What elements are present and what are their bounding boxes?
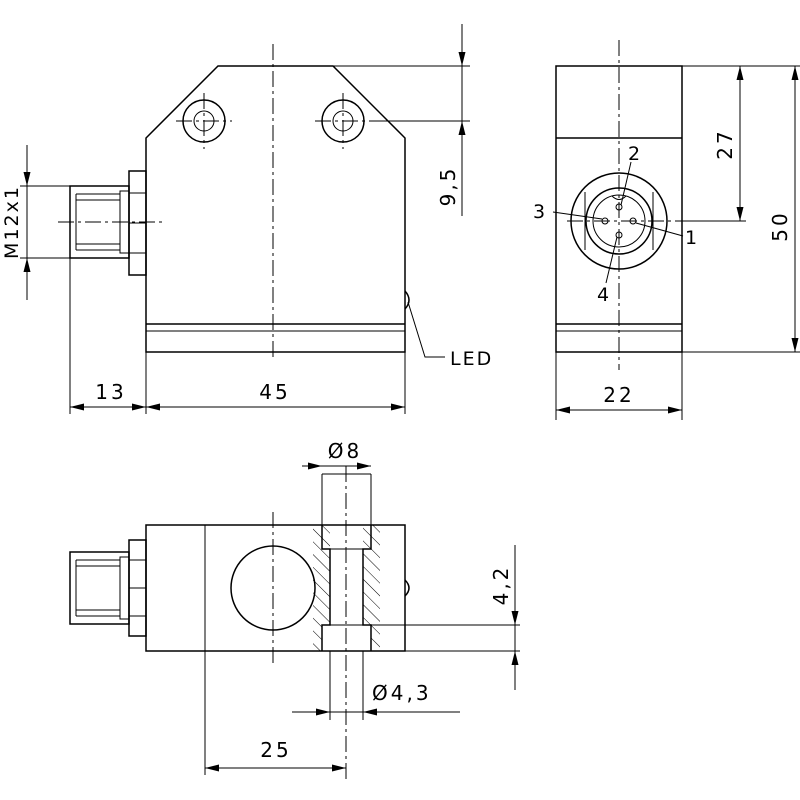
mounting-hole-left bbox=[176, 93, 232, 149]
front-view: M12x1 13 45 9,5 LED bbox=[1, 24, 493, 414]
dim-counterbore-dia: Ø8 bbox=[328, 439, 362, 463]
dim-depth: 22 bbox=[603, 383, 634, 407]
pin-label-4: 4 bbox=[597, 284, 609, 306]
mounting-hole-right bbox=[315, 93, 371, 149]
dim-hole-offset: 9,5 bbox=[436, 166, 460, 207]
m12-connector-front bbox=[58, 170, 162, 276]
pin-label-1: 1 bbox=[685, 227, 697, 249]
dim-height: 50 bbox=[768, 210, 792, 241]
dim-body-width: 45 bbox=[259, 380, 290, 404]
m12-connector-top bbox=[69, 539, 147, 637]
connector-thread-label: M12x1 bbox=[1, 185, 23, 259]
dim-axis-distance: 25 bbox=[260, 738, 291, 762]
dim-connector-length: 13 bbox=[95, 380, 126, 404]
pin-label-2: 2 bbox=[628, 143, 640, 165]
mounting-hole-section bbox=[313, 525, 380, 651]
led-leader-line bbox=[407, 301, 445, 358]
connector-face bbox=[567, 172, 682, 270]
dim-hole-dia: Ø4,3 bbox=[372, 681, 432, 705]
led-indicator bbox=[404, 290, 410, 310]
side-view: 1 2 3 4 27 50 22 bbox=[533, 40, 800, 420]
led-label: LED bbox=[450, 348, 493, 370]
top-view: Ø8 4,2 Ø4,3 25 bbox=[69, 439, 520, 780]
pin-label-3: 3 bbox=[533, 201, 545, 223]
dim-counterbore-depth: 4,2 bbox=[489, 565, 513, 606]
dim-to-axis: 27 bbox=[713, 128, 737, 159]
front-body-outline bbox=[145, 65, 406, 353]
